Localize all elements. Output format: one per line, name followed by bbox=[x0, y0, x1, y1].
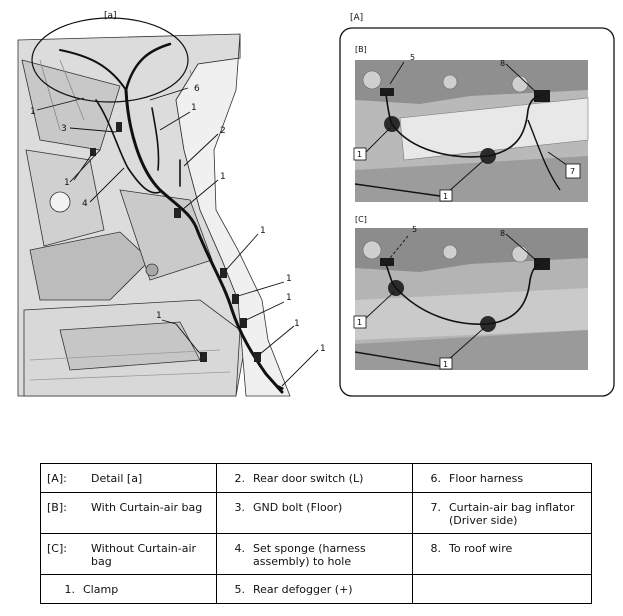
legend-key: 6. bbox=[430, 472, 442, 485]
legend-row: [C]: Without Curtain-air bag 4. Set sponge… bbox=[40, 533, 592, 575]
legend-row: [B]: With Curtain-air bag 3. GND bolt (Flo… bbox=[40, 492, 592, 534]
legend-cell: [C]: Without Curtain-air bag bbox=[40, 533, 217, 575]
callout-clamp: 1 bbox=[156, 311, 162, 321]
legend-value: Detail [a] bbox=[91, 472, 143, 485]
legend-value: Floor harness bbox=[449, 472, 524, 485]
panel-c-photo bbox=[354, 228, 588, 370]
legend-cell: 3. GND bolt (Floor) bbox=[216, 492, 413, 534]
legend-row: [A]: Detail [a] 2. Rear door switch (L) 6.… bbox=[40, 463, 592, 493]
legend-cell bbox=[412, 574, 592, 604]
legend-value: To roof wire bbox=[449, 542, 513, 555]
legend-key: 7. bbox=[430, 501, 442, 514]
panel-c-tag: [C] bbox=[355, 215, 367, 224]
callout-clamp: 1 bbox=[64, 178, 70, 188]
inset-a-tag: [A] bbox=[350, 13, 363, 23]
panel-b-callout-box bbox=[439, 189, 453, 202]
rear-pillar-panel bbox=[175, 33, 291, 397]
legend-value: Without Curtain-air bag bbox=[91, 542, 197, 568]
callout-clamp: 1 bbox=[320, 344, 326, 354]
callout-gnd-bolt: 3 bbox=[61, 124, 67, 134]
legend-cell: 4. Set sponge (harness assembly) to hole bbox=[216, 533, 413, 575]
legend-key: 5. bbox=[234, 583, 246, 596]
legend-cell: [B]: With Curtain-air bag bbox=[40, 492, 217, 534]
panel-c-callout-box bbox=[439, 357, 453, 370]
legend-cell: 6. Floor harness bbox=[412, 463, 592, 493]
main-leader-lines bbox=[36, 87, 319, 387]
clamp-markers bbox=[90, 122, 261, 362]
vehicle-body-drawing bbox=[17, 33, 247, 397]
legend-key: [A]: bbox=[47, 472, 67, 485]
legend-cell: 2. Rear door switch (L) bbox=[216, 463, 413, 493]
legend-value: Rear door switch (L) bbox=[253, 472, 364, 485]
detail-a-tag: [a] bbox=[104, 11, 117, 21]
panel-c-callout-clamp: 1 bbox=[443, 360, 448, 369]
panel-c-callout-roof-wire: 8 bbox=[500, 229, 505, 238]
callout-set-sponge: 4 bbox=[82, 199, 88, 209]
panel-b-callout-defogger: 5 bbox=[410, 53, 415, 62]
legend-value: Rear defogger (+) bbox=[253, 583, 353, 596]
legend-key: 1. bbox=[64, 583, 76, 596]
detail-a-circle bbox=[31, 17, 189, 103]
legend-key: 3. bbox=[234, 501, 246, 514]
wire-harness bbox=[59, 42, 284, 394]
legend-key: 4. bbox=[234, 542, 246, 555]
callout-clamp: 1 bbox=[30, 107, 36, 117]
panel-c-callout-box bbox=[353, 315, 367, 329]
callout-clamp: 1 bbox=[220, 172, 226, 182]
panel-b-callout-box bbox=[565, 163, 581, 179]
callout-clamp: 1 bbox=[260, 226, 266, 236]
panel-b-callout-box bbox=[353, 147, 367, 161]
installation-diagram: [a] 1 3 1 4 6 1 2 1 1 1 1 1 1 1 [A] [B] … bbox=[17, 11, 615, 397]
legend-key: 2. bbox=[234, 472, 246, 485]
legend-key: [B]: bbox=[47, 501, 67, 514]
panel-c-leaders bbox=[365, 233, 537, 361]
panel-b-callout-clamp: 1 bbox=[357, 150, 362, 159]
callout-clamp: 1 bbox=[286, 274, 292, 284]
panel-b-tag: [B] bbox=[355, 45, 367, 54]
legend-value: With Curtain-air bag bbox=[91, 501, 203, 514]
legend-cell: 8. To roof wire bbox=[412, 533, 592, 575]
callout-clamp: 1 bbox=[294, 319, 300, 329]
callout-clamp: 1 bbox=[286, 293, 292, 303]
legend-cell: 1. Clamp bbox=[40, 574, 217, 604]
legend-key: 8. bbox=[430, 542, 442, 555]
legend-value: Clamp bbox=[83, 583, 119, 596]
legend-cell: [A]: Detail [a] bbox=[40, 463, 217, 493]
panel-b-callout-roof-wire: 8 bbox=[500, 59, 505, 68]
legend-value: Set sponge (harness assembly) to hole bbox=[253, 542, 366, 568]
panel-b-callout-clamp: 1 bbox=[443, 192, 448, 201]
arrow-head bbox=[276, 384, 284, 392]
legend-cell: 5. Rear defogger (+) bbox=[216, 574, 413, 604]
legend-cell: 7. Curtain-air bag inflator (Driver side) bbox=[412, 492, 592, 534]
legend-value: Curtain-air bag inflator (Driver side) bbox=[449, 501, 575, 527]
panel-c-callout-clamp: 1 bbox=[357, 318, 362, 327]
callout-clamp: 1 bbox=[191, 103, 197, 113]
legend-table: [A]: Detail [a] 2. Rear door switch (L) 6.… bbox=[40, 463, 592, 604]
panel-c-callout-defogger: 5 bbox=[412, 225, 417, 234]
legend-row: 1. Clamp 5. Rear defogger (+) bbox=[40, 574, 592, 604]
legend-value: GND bolt (Floor) bbox=[253, 501, 343, 514]
legend-key: [C]: bbox=[47, 542, 67, 555]
callout-door-switch: 2 bbox=[220, 126, 226, 136]
panel-b-callout-inflator: 7 bbox=[570, 167, 575, 176]
panel-b-photo bbox=[354, 60, 589, 202]
callout-floor-harness: 6 bbox=[194, 84, 200, 94]
